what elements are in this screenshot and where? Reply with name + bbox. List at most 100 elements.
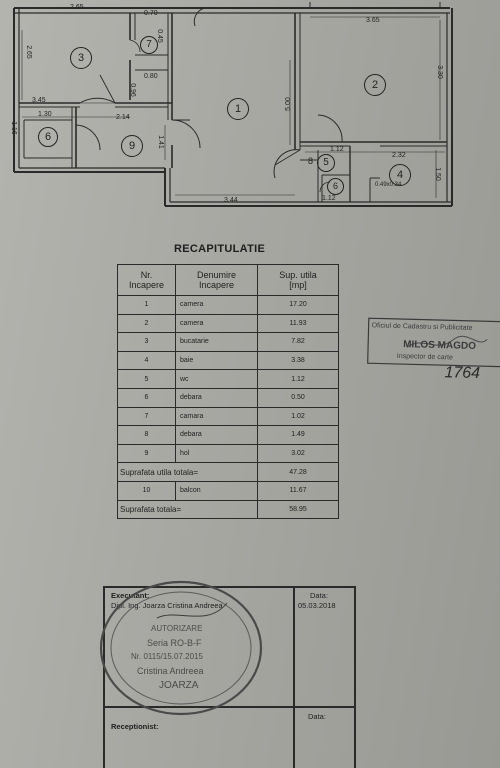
round-stamp	[99, 580, 263, 716]
receptionist-label: Receptionist:	[111, 722, 159, 731]
dim-3-30: 3.30	[435, 65, 443, 79]
total-label: Suprafata totala=	[117, 499, 258, 520]
row-area: 0.50	[257, 387, 339, 408]
signature-block: Executant: Dipl. Ing. Joarza Cristina An…	[99, 580, 356, 768]
row-name: camera	[175, 295, 258, 315]
row-nr: 2	[117, 313, 176, 334]
row-area: 1.12	[257, 369, 339, 389]
row-nr: 8	[117, 425, 176, 445]
room-number-8: 8	[308, 156, 314, 166]
row-nr: 3	[117, 332, 176, 352]
subtotal-row: Suprafata utila totala=47.28	[117, 462, 339, 482]
row-area: 3.02	[257, 443, 339, 464]
floor-plan-drawing	[13, 2, 453, 207]
dim-3-44: 3.44	[224, 197, 238, 204]
stamp-line-name: Cristina Andreea	[137, 666, 204, 676]
dim-2-14: 2.14	[116, 114, 130, 121]
row-area: 7.82	[257, 332, 339, 352]
row-name: camara	[175, 406, 258, 427]
dim-0-80: 0.80	[144, 73, 158, 80]
date-label-2: Data:	[308, 712, 326, 721]
total-value: 58.95	[257, 499, 339, 520]
executant-label: Executant:	[111, 591, 150, 600]
executant-name: Dipl. Ing. Joarza Cristina Andreea	[111, 601, 223, 610]
balcony-nr: 10	[117, 480, 176, 501]
dim-2-32: 2.32	[392, 152, 406, 159]
row-area: 3.38	[257, 350, 339, 371]
handwritten-number: 1764	[444, 364, 481, 383]
dim-0-70: 0.70	[144, 10, 158, 17]
room-number-1: 1	[227, 98, 249, 120]
stamp-inspector-role: Inspector de carte	[396, 352, 453, 362]
header-nr: Nr.Incapere	[117, 264, 176, 296]
recap-title: RECAPITULATIE	[174, 243, 266, 255]
stamp-inspector-name: MILOS MAGDO	[403, 339, 477, 353]
room-number-4: 4	[389, 164, 411, 186]
row-name: baie	[175, 350, 258, 371]
row-nr: 5	[117, 369, 176, 389]
header-area: Sup. utila[mp]	[257, 264, 339, 296]
row-area: 11.93	[257, 313, 339, 334]
subtotal-label: Suprafata utila totala=	[117, 462, 258, 482]
room-number-9: 9	[121, 135, 143, 157]
row-nr: 6	[117, 387, 176, 408]
row-area: 1.02	[257, 406, 339, 427]
stamp-border	[367, 317, 500, 368]
row-name: camera	[175, 313, 258, 334]
row-name: wc	[175, 369, 258, 389]
dim-1-41: 1.41	[156, 135, 164, 149]
dim-0-96: 0.96	[128, 83, 136, 97]
room-number-6-right: 6	[327, 178, 344, 195]
dim-1-16: 1.16	[9, 121, 17, 135]
stamp-line-number: Nr. 0115/15.07.2015	[131, 652, 203, 661]
dim-5-00: 5.00	[284, 97, 292, 111]
dim-3-65: 3.65	[366, 17, 380, 24]
balcony-name: balcon	[175, 480, 258, 501]
row-area: 1.49	[257, 425, 339, 445]
row-name: debara	[175, 425, 258, 445]
dim-0-49x0-34: 0.49x0.34	[375, 182, 402, 188]
room-number-3: 3	[70, 47, 92, 69]
row-nr: 7	[117, 406, 176, 427]
stamp-line-surname: JOARZA	[159, 680, 199, 691]
dim-3-45: 3.45	[32, 97, 46, 104]
row-nr: 9	[117, 443, 176, 464]
date-value: 05.03.2018	[298, 601, 336, 610]
stamp-line-authorization: AUTORIZARE	[151, 624, 203, 633]
room-number-5: 5	[317, 154, 335, 172]
dim-1-12-a: 1.12	[330, 146, 344, 153]
dim-1-30: 1.30	[38, 111, 52, 118]
room-number-7: 7	[140, 36, 158, 54]
row-name: hol	[175, 443, 258, 464]
row-name: bucatarie	[175, 332, 258, 352]
balcony-area: 11.67	[257, 480, 339, 501]
stamp-line-series: Seria RO-B-F	[147, 638, 202, 648]
dim-1-50: 1.50	[433, 167, 441, 181]
dim-1-12-b: 1.12	[322, 195, 336, 202]
dim-2-65-left: 2.65	[24, 45, 32, 59]
subtotal-value: 47.28	[257, 462, 339, 482]
row-nr: 4	[117, 350, 176, 371]
date-label: Data:	[310, 591, 328, 600]
room-number-2: 2	[364, 74, 386, 96]
room-number-6-left: 6	[38, 127, 58, 147]
dim-2-65-top: 2.65	[70, 4, 84, 11]
total-row: Suprafata totala=58.95	[117, 499, 339, 520]
cadastre-stamp: Oficiul de Cadastru si Publicitate MILOS…	[366, 316, 500, 386]
row-nr: 1	[117, 295, 176, 315]
row-area: 17.20	[257, 295, 339, 315]
